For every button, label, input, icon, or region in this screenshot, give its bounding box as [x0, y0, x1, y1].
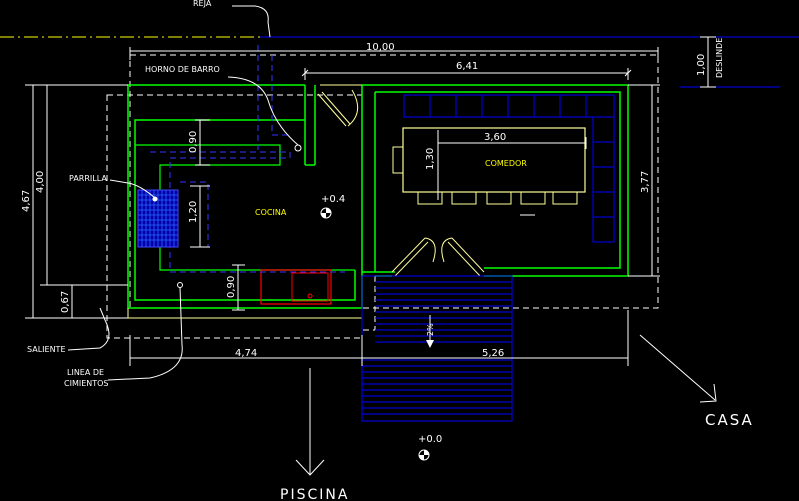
- label-casa: CASA: [705, 411, 754, 429]
- dim-467-text: 4,67: [21, 190, 32, 212]
- label-cocina: COCINA: [255, 208, 287, 217]
- cimientos-leader: [107, 286, 183, 381]
- label-level-00: +0.0: [418, 434, 442, 445]
- casa-arrow-head: [699, 383, 717, 403]
- parrilla-leader: [109, 179, 156, 199]
- dim-526-text: 5,26: [482, 348, 504, 359]
- slab-outline-outer: [129, 54, 659, 309]
- dining-chairs: [417, 191, 578, 205]
- horno-marker: [294, 144, 302, 152]
- dim-474-text: 4,74: [235, 348, 257, 359]
- label-cimientos: CIMIENTOS: [64, 379, 109, 388]
- saliente-leader: [67, 307, 110, 351]
- level-marker-00: [418, 449, 430, 461]
- label-linea: LINEA DE: [67, 368, 104, 377]
- piscina-arrow-head: [295, 459, 325, 476]
- dim-090a-text: 0,90: [188, 131, 199, 153]
- casa-arrow: [639, 334, 716, 401]
- label-parrilla: PARRILLA: [69, 174, 107, 183]
- horno-leader: [227, 76, 299, 146]
- label-deslinde: DESLINDE: [715, 38, 724, 78]
- slab-outline-left: [106, 94, 363, 339]
- dim-120-text: 1,20: [188, 201, 199, 223]
- label-slope: 2%: [426, 323, 435, 336]
- dim-130-text: 1,30: [425, 148, 436, 170]
- foundation-right: [362, 276, 376, 331]
- dim-400-text: 4,00: [35, 171, 46, 193]
- bench-top-row: [403, 94, 615, 118]
- dim-1000-text: 10,00: [366, 42, 395, 53]
- dining-inner-wall: [375, 91, 621, 269]
- stair-treads: [362, 281, 512, 415]
- label-level-04: +0.4: [321, 194, 345, 205]
- cimientos-marker: [177, 282, 183, 288]
- kitchen-counter-top: [135, 144, 355, 271]
- dim-090b-text: 0,90: [226, 276, 237, 298]
- dim-377-text: 3,77: [640, 171, 651, 193]
- dim-641-text: 6,41: [456, 61, 478, 72]
- slope-arrow-head: [426, 340, 434, 348]
- label-horno: HORNO DE BARRO: [145, 65, 220, 74]
- label-comedor: COMEDOR: [485, 159, 527, 168]
- kitchen-sink-basin: [291, 272, 329, 302]
- label-saliente: SALIENTE: [27, 345, 66, 354]
- reja-leader: [232, 5, 271, 38]
- dim-100-text: 1,00: [696, 54, 707, 76]
- label-reja: REJA: [193, 0, 212, 8]
- parrilla-marker: [152, 196, 158, 202]
- dining-table-head: [392, 146, 404, 174]
- dim-360-text: 3,60: [484, 132, 506, 143]
- kitchen-inner-wall: [134, 119, 356, 301]
- kitchen-door: [317, 89, 359, 127]
- sink-drain: [307, 293, 313, 299]
- level-marker-04: [320, 207, 332, 219]
- bench-right-column: [592, 116, 615, 243]
- dim-067-text: 0,67: [60, 291, 71, 313]
- kitchen-sink: [260, 269, 332, 305]
- dining-outer-wall: [362, 84, 629, 277]
- label-piscina: PISCINA: [280, 487, 349, 501]
- dining-entry-door: [391, 237, 485, 277]
